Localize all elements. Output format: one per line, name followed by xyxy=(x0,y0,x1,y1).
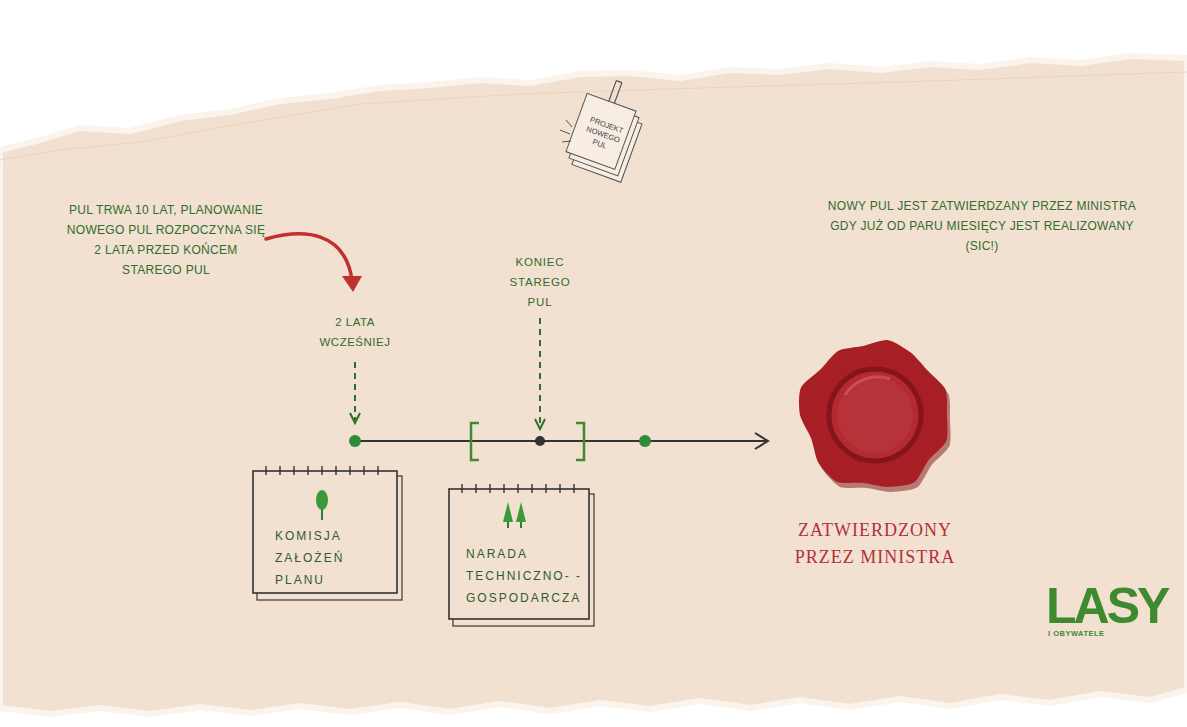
box-label: KOMISJA ZAŁOŻEŃ PLANU xyxy=(275,525,375,591)
logo-subword: I OBYWATELE xyxy=(1048,629,1128,639)
seal-center xyxy=(837,377,913,453)
calendar-ring xyxy=(461,484,462,493)
calendar-ring xyxy=(265,466,266,475)
timeline-label: KONIEC STAREGO PUL xyxy=(500,252,580,312)
timeline-dot xyxy=(535,436,545,446)
seal-ring xyxy=(829,369,921,461)
logo-word: LASY xyxy=(1046,578,1176,634)
calendar-ring xyxy=(349,466,350,475)
calendar-ring xyxy=(489,484,490,493)
calendar-ring xyxy=(531,484,532,493)
calendar-ring xyxy=(573,484,574,493)
timeline-dot xyxy=(349,435,361,447)
red-arrow xyxy=(266,234,352,280)
tree-trunk xyxy=(507,522,509,528)
torn-paper xyxy=(0,56,1187,714)
document-icon xyxy=(563,73,653,183)
calendar-ring xyxy=(293,466,294,475)
calendar-ring xyxy=(321,466,322,475)
calendar-ring xyxy=(559,484,560,493)
sparkle-marks xyxy=(560,120,572,142)
timeline xyxy=(355,440,766,442)
paper-texture xyxy=(0,72,1187,160)
calendar-ring xyxy=(363,466,364,475)
calendar-box: NARADA TECHNICZNO- -GOSPODARCZA xyxy=(448,488,596,628)
calendar-sheet xyxy=(253,471,397,593)
dashed-pointer-head xyxy=(535,419,545,429)
calendar-ring xyxy=(475,484,476,493)
calendar-ring xyxy=(335,466,336,475)
seal-wax xyxy=(799,340,948,487)
calendar-ring xyxy=(377,466,378,475)
calendar-ring xyxy=(503,484,504,493)
box-label: NARADA TECHNICZNO- -GOSPODARCZA xyxy=(466,543,594,609)
tree-trunk xyxy=(520,522,522,528)
tree-icon xyxy=(516,502,526,522)
calendar-box: KOMISJA ZAŁOŻEŃ PLANU xyxy=(252,470,404,602)
tree-icon xyxy=(316,490,328,510)
red-arrowhead xyxy=(342,276,362,292)
bracket xyxy=(471,423,479,460)
dashed-pointer xyxy=(354,362,356,420)
timeline-arrowhead xyxy=(755,433,768,449)
note: NOWY PUL JEST ZATWIERDZANY PRZEZ MINISTR… xyxy=(813,196,1151,256)
calendar-ring xyxy=(517,484,518,493)
wax-seal: ZATWIERDZONY PRZEZ MINISTRA xyxy=(790,335,960,600)
document-sheet xyxy=(566,93,636,169)
seal-highlight xyxy=(845,377,890,395)
tree-icon xyxy=(503,502,513,522)
dashed-pointer-head xyxy=(350,413,360,423)
seal-caption: ZATWIERDZONY PRZEZ MINISTRA xyxy=(790,517,960,571)
timeline-dot xyxy=(639,435,651,447)
note: PUL TRWA 10 LAT, PLANOWANIE NOWEGO PUL R… xyxy=(66,200,266,280)
timeline-label: 2 LATA WCZEŚNIEJ xyxy=(315,312,395,352)
document-clip xyxy=(609,81,622,104)
bracket xyxy=(576,423,584,460)
calendar-ring xyxy=(545,484,546,493)
calendar-ring xyxy=(279,466,280,475)
dashed-pointer xyxy=(539,318,541,426)
calendar-ring xyxy=(307,466,308,475)
